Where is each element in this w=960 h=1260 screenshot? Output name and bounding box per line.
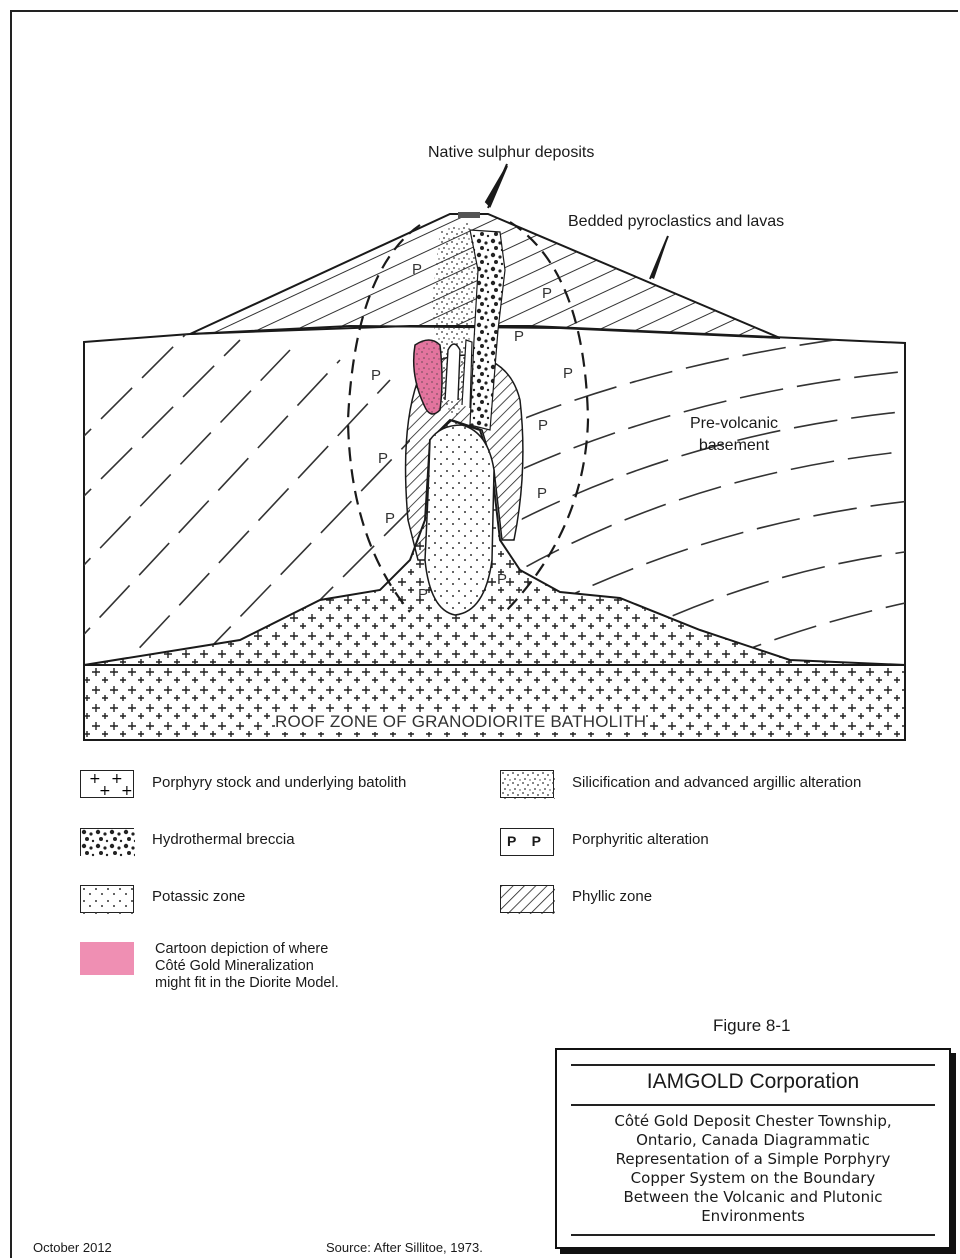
- footer-source: Source: After Sillitoe, 1973.: [326, 1240, 483, 1255]
- legend-label-breccia: Hydrothermal breccia: [152, 831, 295, 848]
- svg-text:+: +: [99, 783, 111, 799]
- prevolcanic-basement-label: Pre-volcanic basement: [690, 413, 778, 457]
- legend-label-porphyritic: Porphyritic alteration: [572, 831, 709, 848]
- porphyritic-p-marker: P: [412, 261, 422, 278]
- porphyritic-p-marker: P: [538, 417, 548, 434]
- legend-swatch-phyllic: [500, 885, 554, 913]
- porphyritic-p-marker: P: [418, 586, 428, 603]
- company-name: IAMGOLD Corporation: [557, 1070, 949, 1094]
- porphyritic-p-marker: P: [371, 367, 381, 384]
- bedded-pyroclastics-label: Bedded pyroclastics and lavas: [568, 213, 784, 231]
- porphyritic-p-marker: P: [563, 365, 573, 382]
- legend-label-silicification: Silicification and advanced argillic alt…: [572, 774, 861, 791]
- legend-swatch-porphyritic: P P: [500, 828, 554, 856]
- title-block: IAMGOLD Corporation Côté Gold Deposit Ch…: [555, 1048, 951, 1249]
- porphyritic-p-marker: P: [378, 450, 388, 467]
- porphyritic-p-marker: P: [385, 510, 395, 527]
- figure-description: Côté Gold Deposit Chester Township, Onta…: [587, 1112, 919, 1226]
- porphyritic-p-marker: P: [514, 328, 524, 345]
- legend-label-cartoon: Cartoon depiction of where Côté Gold Min…: [155, 941, 339, 992]
- legend-swatch-cartoon: [80, 942, 134, 975]
- legend-label-phyllic: Phyllic zone: [572, 888, 652, 905]
- p-pattern-icon: P P: [507, 833, 541, 849]
- plus-pattern-icon: ++++: [81, 771, 135, 799]
- legend-label-potassic: Potassic zone: [152, 888, 245, 905]
- native-sulphur-label: Native sulphur deposits: [428, 144, 594, 162]
- breccia-pattern-icon: [81, 829, 135, 857]
- hatch-pattern-icon: [501, 886, 555, 914]
- stipple-pattern-icon: [501, 771, 555, 799]
- roof-zone-label: ROOF ZONE OF GRANODIORITE BATHOLITH: [275, 712, 646, 732]
- porphyritic-p-marker: P: [537, 485, 547, 502]
- porphyritic-p-marker: P: [497, 571, 507, 588]
- legend-swatch-silicification: [500, 770, 554, 798]
- legend-swatch-breccia: [80, 828, 134, 856]
- footer-date: October 2012: [33, 1240, 112, 1255]
- legend-swatch-potassic: [80, 885, 134, 913]
- p-markers: P P P P P P P P P P P: [0, 0, 960, 760]
- porphyritic-p-marker: P: [542, 285, 552, 302]
- legend-label-porphyry: Porphyry stock and underlying batolith: [152, 774, 406, 791]
- dot-pattern-icon: [81, 886, 135, 914]
- svg-text:+: +: [121, 783, 133, 799]
- legend-swatch-porphyry: ++++: [80, 770, 134, 798]
- figure-number: Figure 8-1: [713, 1016, 790, 1036]
